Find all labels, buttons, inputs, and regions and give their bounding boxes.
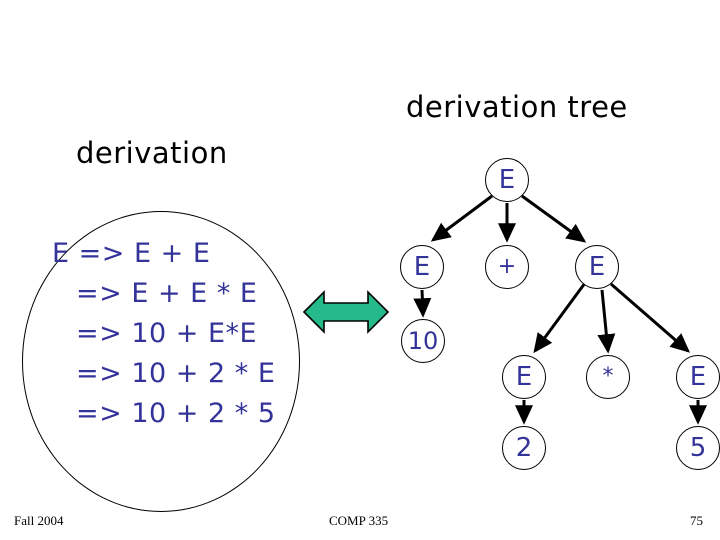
tree-node-ten[interactable]: 10 (401, 319, 445, 363)
tree-node-e-left[interactable]: E (400, 245, 444, 289)
tree-edge (597, 289, 616, 354)
tree-edges (413, 194, 707, 425)
derivation-steps-list: E => E + E => E + E * E => 10 + E*E => 1… (52, 234, 292, 434)
derivation-step: => 10 + E*E (76, 318, 258, 349)
derivation-step: => 10 + 2 * 5 (76, 398, 276, 429)
tree-edge (413, 289, 432, 318)
derivation-ellipse-outline (22, 211, 300, 512)
tree-node-five[interactable]: 5 (676, 426, 720, 470)
tree-edge (430, 194, 493, 242)
tree-node-plus[interactable]: + (485, 245, 529, 289)
tree-edge (533, 282, 587, 354)
tree-edge (610, 282, 691, 353)
page-title-derivation-tree: derivation tree (406, 90, 628, 124)
derivation-step: => E + E * E (76, 278, 258, 309)
tree-node-two[interactable]: 2 (502, 426, 546, 470)
tree-node-root-e[interactable]: E (485, 158, 529, 202)
tree-node-e-mid-left[interactable]: E (502, 355, 546, 399)
derivation-step: E => E + E (52, 238, 211, 269)
tree-node-e-right[interactable]: E (575, 245, 619, 289)
tree-node-e-mid-right[interactable]: E (676, 355, 720, 399)
footer-term: Fall 2004 (14, 513, 64, 528)
derivation-step: => 10 + 2 * E (76, 358, 276, 389)
tree-edge (521, 194, 587, 243)
footer-page-number: 75 (690, 513, 703, 528)
double-headed-arrow-icon (302, 290, 390, 334)
footer-course-code: COMP 335 (329, 513, 389, 528)
tree-node-star[interactable]: * (586, 355, 630, 399)
page-title-derivation: derivation (76, 136, 228, 170)
